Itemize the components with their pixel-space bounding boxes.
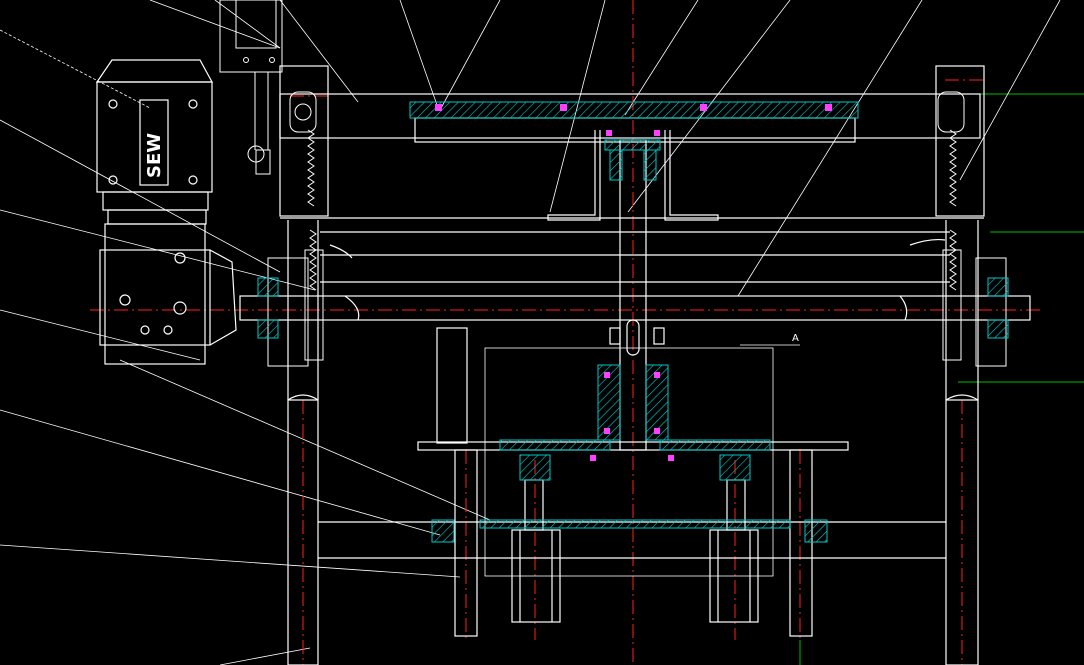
bolt-markers [435, 104, 832, 461]
leader-lines [0, 0, 1061, 665]
centerlines [90, 0, 1040, 665]
chain-details [289, 91, 965, 291]
control-box [219, 0, 283, 175]
motor-brand-label: SEW [144, 133, 165, 178]
frame-structure [239, 65, 1031, 665]
hatched-sections [257, 101, 1009, 543]
gear-motor [95, 59, 237, 365]
section-marker-label: A [792, 333, 799, 344]
bearing-housings [267, 249, 1007, 367]
